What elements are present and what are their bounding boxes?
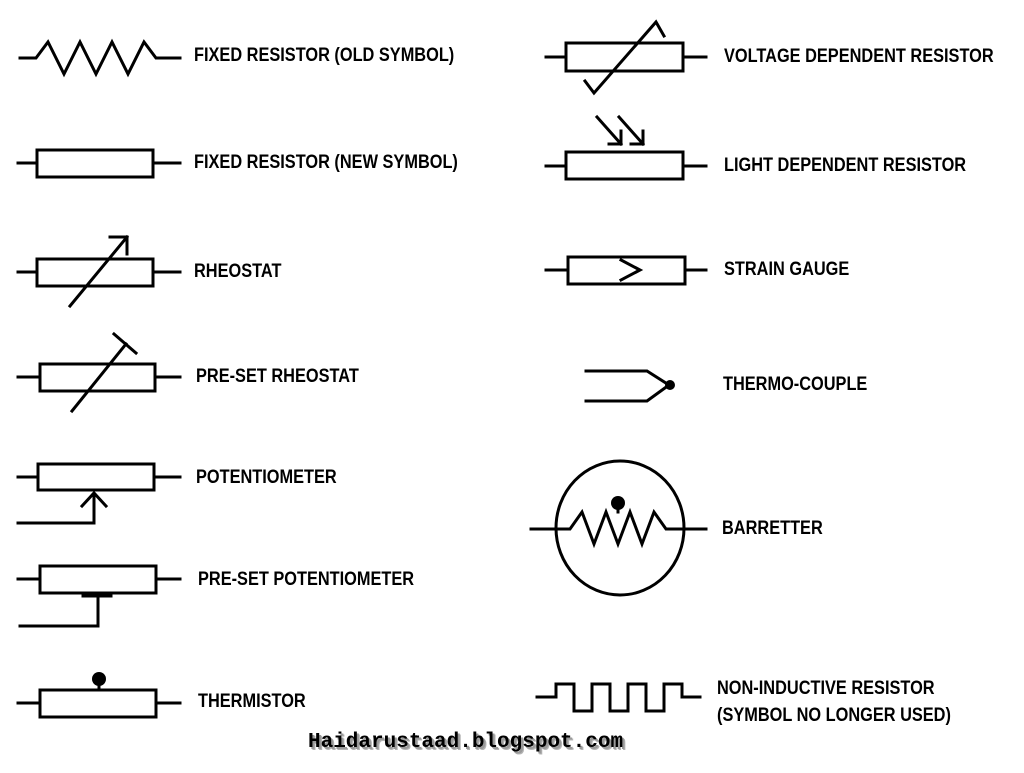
non-inductive-resistor-label-line2: (SYMBOL NO LONGER USED) [717,705,951,726]
non-inductive-resistor-label: NON-INDUCTIVE RESISTOR (SYMBOL NO LONGER… [717,675,951,729]
light-dependent-resistor-symbol [544,114,708,181]
thermo-couple-label: THERMO-COUPLE [723,374,868,395]
fixed-resistor-old-symbol [18,38,182,78]
rheostat-label: RHEOSTAT [194,261,282,282]
voltage-dependent-resistor-symbol [544,19,708,96]
light-dependent-resistor-label: LIGHT DEPENDENT RESISTOR [724,155,967,176]
rheostat-symbol [16,234,182,309]
non-inductive-resistor-symbol [535,682,702,713]
fixed-resistor-new-symbol [16,148,182,179]
strain-gauge-label: STRAIN GAUGE [724,259,850,280]
thermistor-label: THERMISTOR [198,691,306,712]
barretter-symbol [529,459,708,597]
preset-rheostat-symbol [16,331,182,414]
preset-rheostat-label: PRE-SET RHEOSTAT [196,366,359,387]
thermistor-symbol [16,672,182,719]
fixed-resistor-old-label: FIXED RESISTOR (OLD SYMBOL) [194,45,455,66]
non-inductive-resistor-label-line1: NON-INDUCTIVE RESISTOR [717,678,935,699]
preset-potentiometer-symbol [16,564,182,628]
watermark-text: Haidarustaad.blogspot.com [308,731,624,754]
potentiometer-label: POTENTIOMETER [196,467,337,488]
voltage-dependent-resistor-label: VOLTAGE DEPENDENT RESISTOR [724,46,994,67]
barretter-label: BARRETTER [722,518,823,539]
thermo-couple-symbol [584,369,675,403]
fixed-resistor-new-label: FIXED RESISTOR (NEW SYMBOL) [194,152,458,173]
potentiometer-symbol [16,462,182,525]
strain-gauge-symbol [544,255,708,286]
preset-potentiometer-label: PRE-SET POTENTIOMETER [198,569,415,590]
